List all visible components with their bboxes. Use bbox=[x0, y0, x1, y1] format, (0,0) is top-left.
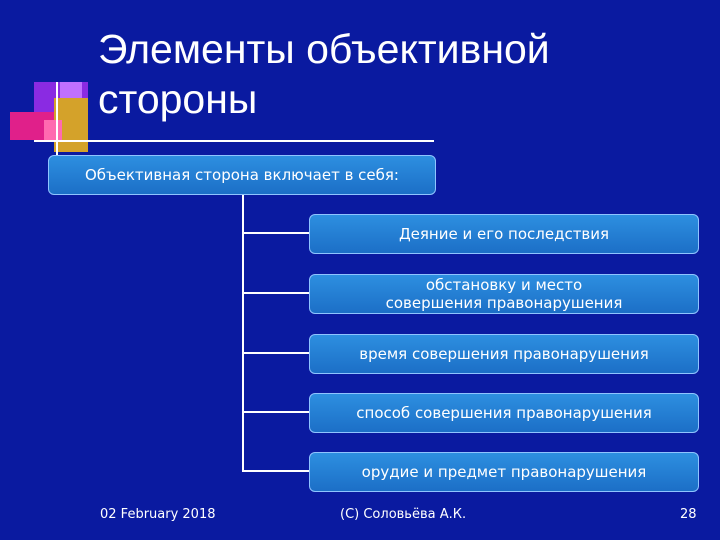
decor-square-pink bbox=[44, 120, 62, 140]
decor-vertical-line bbox=[56, 82, 58, 162]
diagram-item-act: Деяние и его последствия bbox=[309, 214, 699, 254]
diagram-item-time: время совершения правонарушения bbox=[309, 334, 699, 374]
diagram-branch-line bbox=[242, 292, 310, 294]
footer-author: (С) Соловьёва А.К. bbox=[340, 507, 467, 522]
footer-page-number: 28 bbox=[680, 507, 697, 522]
diagram-branch-line bbox=[242, 470, 310, 472]
diagram-branch-line bbox=[242, 352, 310, 354]
diagram-trunk-line bbox=[242, 195, 244, 471]
title-underline bbox=[34, 140, 434, 142]
diagram-item-circumstances: обстановку и место совершения правонаруш… bbox=[309, 274, 699, 314]
slide-title: Элементы объективной стороны bbox=[98, 26, 550, 122]
diagram-item-instrument: орудие и предмет правонарушения bbox=[309, 452, 699, 492]
diagram-item-method: способ совершения правонарушения bbox=[309, 393, 699, 433]
diagram-branch-line bbox=[242, 232, 310, 234]
diagram-root-box: Объективная сторона включает в себя: bbox=[48, 155, 436, 195]
footer-date: 02 February 2018 bbox=[100, 507, 216, 522]
diagram-branch-line bbox=[242, 411, 310, 413]
